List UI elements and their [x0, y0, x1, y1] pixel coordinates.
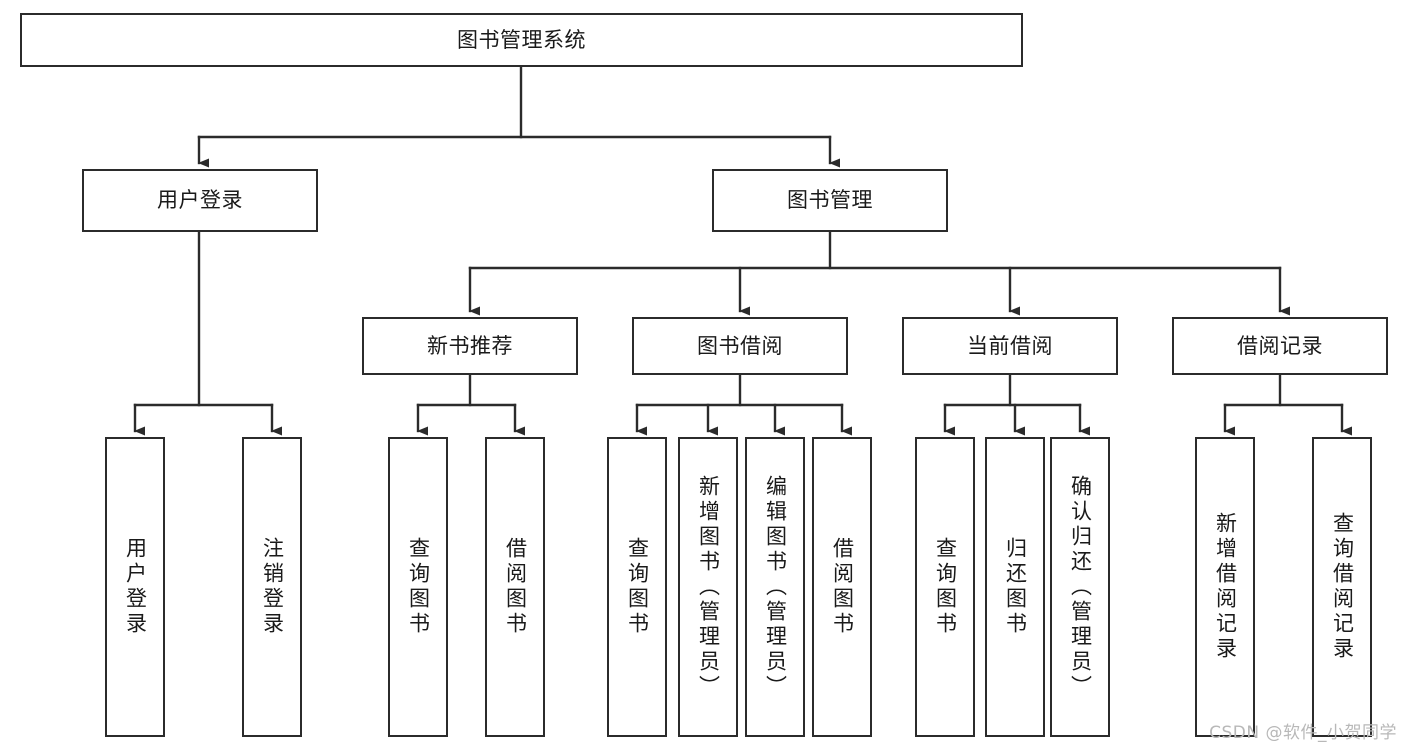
- node-leaf-edit-book-label: 编辑图书（管理员）: [763, 474, 788, 700]
- node-leaf-return-book[interactable]: 归还图书: [985, 437, 1045, 737]
- node-leaf-query-book-2-label: 查询图书: [625, 537, 650, 637]
- watermark-text: CSDN @软件_小贺同学: [1209, 723, 1397, 743]
- node-leaf-query-book-3-label: 查询图书: [933, 537, 958, 637]
- node-leaf-query-book-1[interactable]: 查询图书: [388, 437, 448, 737]
- node-leaf-user-login-label: 用户登录: [123, 537, 148, 637]
- node-book-manage[interactable]: 图书管理: [712, 169, 948, 232]
- node-book-borrow-label: 图书借阅: [697, 333, 783, 358]
- node-leaf-add-book[interactable]: 新增图书（管理员）: [678, 437, 738, 737]
- node-new-book-recommend-label: 新书推荐: [427, 333, 513, 358]
- node-leaf-borrow-book-2[interactable]: 借阅图书: [812, 437, 872, 737]
- node-leaf-confirm-return[interactable]: 确认归还（管理员）: [1050, 437, 1110, 737]
- node-leaf-add-record-label: 新增借阅记录: [1213, 512, 1238, 662]
- node-root-label: 图书管理系统: [457, 27, 586, 52]
- node-leaf-query-book-3[interactable]: 查询图书: [915, 437, 975, 737]
- node-leaf-add-record[interactable]: 新增借阅记录: [1195, 437, 1255, 737]
- node-borrow-record-label: 借阅记录: [1237, 333, 1323, 358]
- node-borrow-record[interactable]: 借阅记录: [1172, 317, 1388, 375]
- node-current-borrow[interactable]: 当前借阅: [902, 317, 1118, 375]
- node-leaf-borrow-book-2-label: 借阅图书: [830, 537, 855, 637]
- node-leaf-query-record-label: 查询借阅记录: [1330, 512, 1355, 662]
- node-leaf-return-book-label: 归还图书: [1003, 537, 1028, 637]
- node-leaf-confirm-return-label: 确认归还（管理员）: [1068, 474, 1093, 700]
- node-leaf-logout[interactable]: 注销登录: [242, 437, 302, 737]
- node-leaf-logout-label: 注销登录: [260, 537, 285, 637]
- node-root[interactable]: 图书管理系统: [20, 13, 1023, 67]
- node-leaf-borrow-book-1-label: 借阅图书: [503, 537, 528, 637]
- node-user-login-label: 用户登录: [157, 188, 243, 213]
- node-user-login[interactable]: 用户登录: [82, 169, 318, 232]
- node-new-book-recommend[interactable]: 新书推荐: [362, 317, 578, 375]
- node-book-manage-label: 图书管理: [787, 188, 873, 213]
- node-leaf-query-record[interactable]: 查询借阅记录: [1312, 437, 1372, 737]
- node-leaf-query-book-1-label: 查询图书: [406, 537, 431, 637]
- node-leaf-user-login[interactable]: 用户登录: [105, 437, 165, 737]
- node-leaf-add-book-label: 新增图书（管理员）: [696, 474, 721, 700]
- node-leaf-borrow-book-1[interactable]: 借阅图书: [485, 437, 545, 737]
- node-leaf-edit-book[interactable]: 编辑图书（管理员）: [745, 437, 805, 737]
- node-book-borrow[interactable]: 图书借阅: [632, 317, 848, 375]
- node-current-borrow-label: 当前借阅: [967, 333, 1053, 358]
- node-leaf-query-book-2[interactable]: 查询图书: [607, 437, 667, 737]
